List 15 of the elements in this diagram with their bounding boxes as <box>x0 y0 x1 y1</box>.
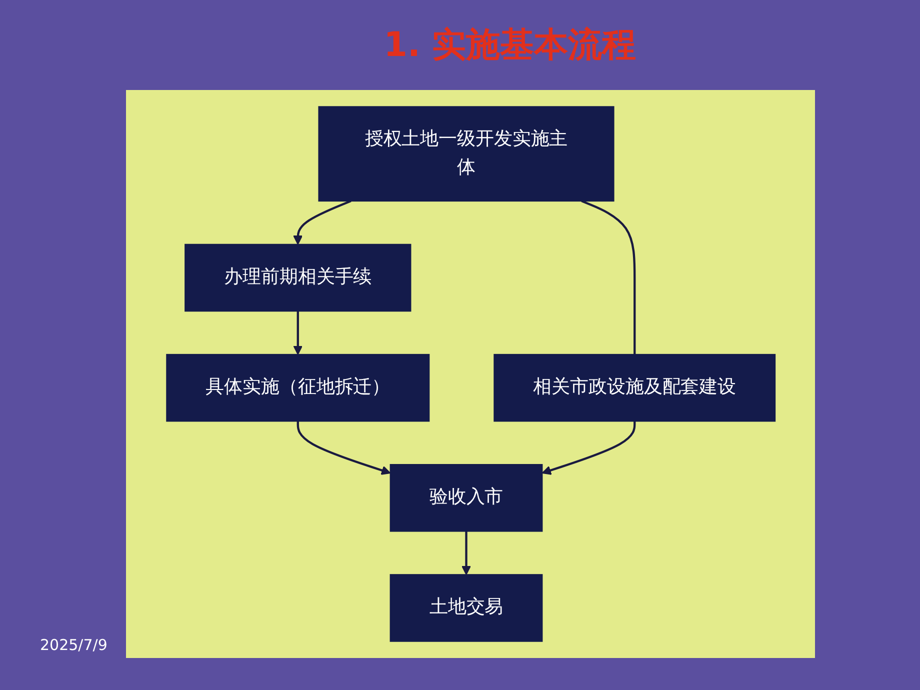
arrow <box>296 421 390 475</box>
date-label: 2025/7/9 <box>40 636 108 654</box>
node-box <box>184 244 411 312</box>
arrow <box>292 311 302 355</box>
connector <box>580 200 636 354</box>
arrow <box>461 531 471 576</box>
arrow <box>541 421 636 475</box>
arrow <box>292 200 351 245</box>
node-box <box>389 574 542 642</box>
diagram-panel: 授权土地一级开发实施主体 办理前期相关手续 具体实施（征地拆迁） 验收入市 土地交易 相关市政设施及配套建设 <box>126 90 815 658</box>
node-box <box>389 464 542 532</box>
node-box <box>318 106 614 202</box>
slide-title: 1. 实施基本流程 <box>382 24 638 67</box>
node-box <box>493 354 776 422</box>
node-box <box>166 354 430 422</box>
